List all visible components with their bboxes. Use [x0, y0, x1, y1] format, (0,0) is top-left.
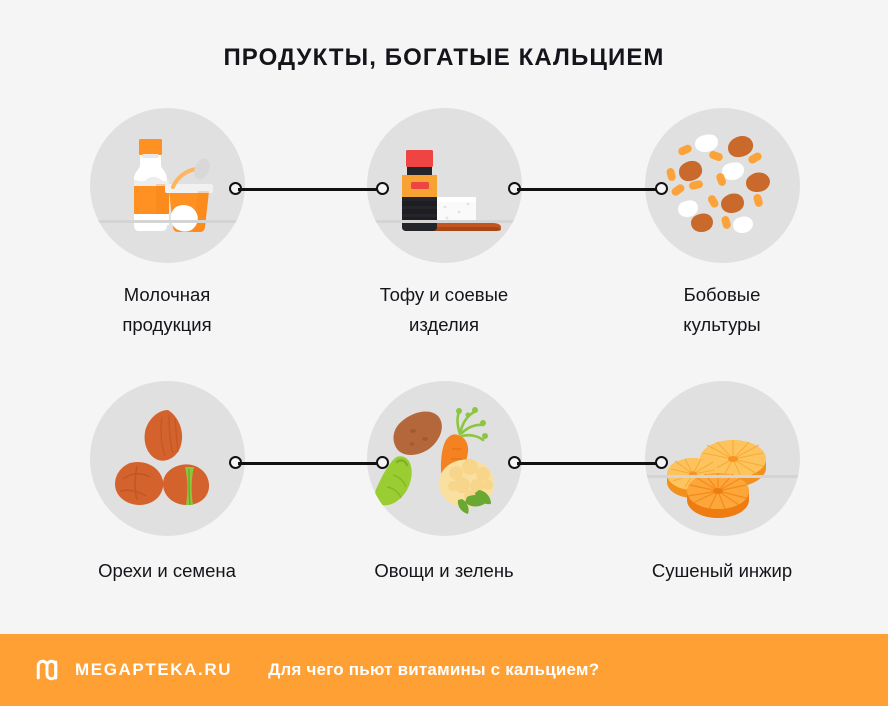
page-title: ПРОДУКТЫ, БОГАТЫЕ КАЛЬЦИЕМ: [223, 44, 665, 71]
connector-line: [517, 188, 659, 191]
connector-nuts-to-vegetables: [229, 456, 389, 470]
item-label-line1: Молочная: [123, 284, 211, 305]
item-dairy-products[interactable]: Молочная продукция: [52, 108, 282, 340]
footer-tagline-link[interactable]: Для чего пьют витамины с кальцием?: [268, 660, 600, 679]
legumes-beans-icon: [644, 108, 800, 263]
item-vegetables-and-greens[interactable]: Овощи и зелень: [329, 381, 559, 586]
figs-icon-art: [666, 440, 766, 518]
item-label-line2: изделия: [408, 314, 480, 335]
nuts-icon-art: [114, 410, 209, 506]
connector-line: [517, 462, 659, 465]
item-label: Овощи и зелень: [329, 556, 559, 586]
item-label: Молочная продукция: [52, 280, 282, 340]
item-nuts-and-seeds[interactable]: Орехи и семена: [52, 381, 282, 586]
connector-tofu-to-legumes: [508, 182, 668, 196]
connector-line: [238, 188, 380, 191]
item-label-line1: Сушеный инжир: [651, 560, 793, 581]
footer-brand-name[interactable]: MEGAPTEKA.RU: [75, 660, 233, 679]
connector-dot-right: [376, 182, 389, 195]
connector-dot-right: [376, 456, 389, 469]
nuts-and-seeds-icon: [89, 381, 245, 536]
shelf-line: [644, 475, 800, 478]
item-label: Бобовые культуры: [607, 280, 837, 340]
item-label-line1: Овощи и зелень: [374, 560, 514, 581]
connector-dot-right: [655, 456, 668, 469]
item-label-line1: Тофу и соевые: [379, 284, 509, 305]
item-row-1: Молочная продукция: [0, 108, 888, 358]
footer-bar: MEGAPTEKA.RU Для чего пьют витамины с ка…: [0, 634, 888, 706]
vegetables-icon-art: [374, 407, 494, 514]
tofu-and-soy-icon: [366, 108, 522, 263]
beans-icon-art: [665, 134, 770, 233]
dried-figs-icon: [644, 381, 800, 536]
item-label-line2: продукция: [122, 314, 212, 335]
vegetables-and-greens-icon: [366, 381, 522, 536]
item-label: Сушеный инжир: [607, 556, 837, 586]
item-label: Орехи и семена: [52, 556, 282, 586]
item-label: Тофу и соевые изделия: [329, 280, 559, 340]
dairy-icon-art: [133, 139, 213, 232]
connector-vegetables-to-figs: [508, 456, 668, 470]
shelf-line: [89, 220, 245, 223]
item-tofu-and-soy[interactable]: Тофу и соевые изделия: [329, 108, 559, 340]
megapteka-m-logo-icon[interactable]: [33, 656, 61, 684]
item-label-line2: культуры: [683, 314, 761, 335]
tofu-icon-art: [401, 150, 501, 231]
connector-line: [238, 462, 380, 465]
dairy-products-icon: [89, 108, 245, 263]
connector-dot-right: [655, 182, 668, 195]
item-dried-figs[interactable]: Сушеный инжир: [607, 381, 837, 586]
item-label-line1: Орехи и семена: [98, 560, 236, 581]
item-row-2: Орехи и семена: [0, 381, 888, 631]
connector-dairy-to-tofu: [229, 182, 389, 196]
shelf-line: [366, 220, 522, 223]
item-label-line1: Бобовые: [683, 284, 761, 305]
item-legumes[interactable]: Бобовые культуры: [607, 108, 837, 340]
